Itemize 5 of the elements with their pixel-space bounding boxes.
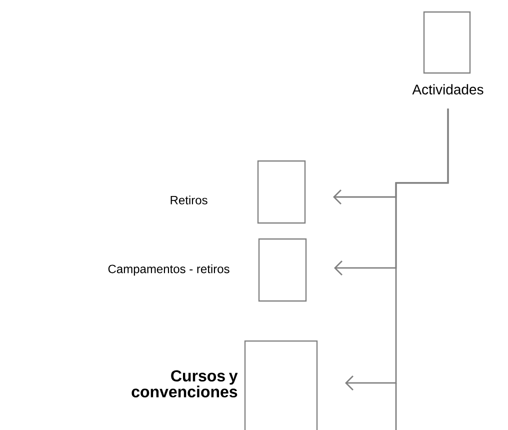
box-label: Retiros — [170, 196, 208, 204]
box-label: Campamentos - retiros — [108, 264, 230, 276]
box-label: Actividades — [412, 84, 484, 94]
arrow — [345, 108, 449, 390]
box-label: Cursos y convenciones — [132, 370, 238, 398]
